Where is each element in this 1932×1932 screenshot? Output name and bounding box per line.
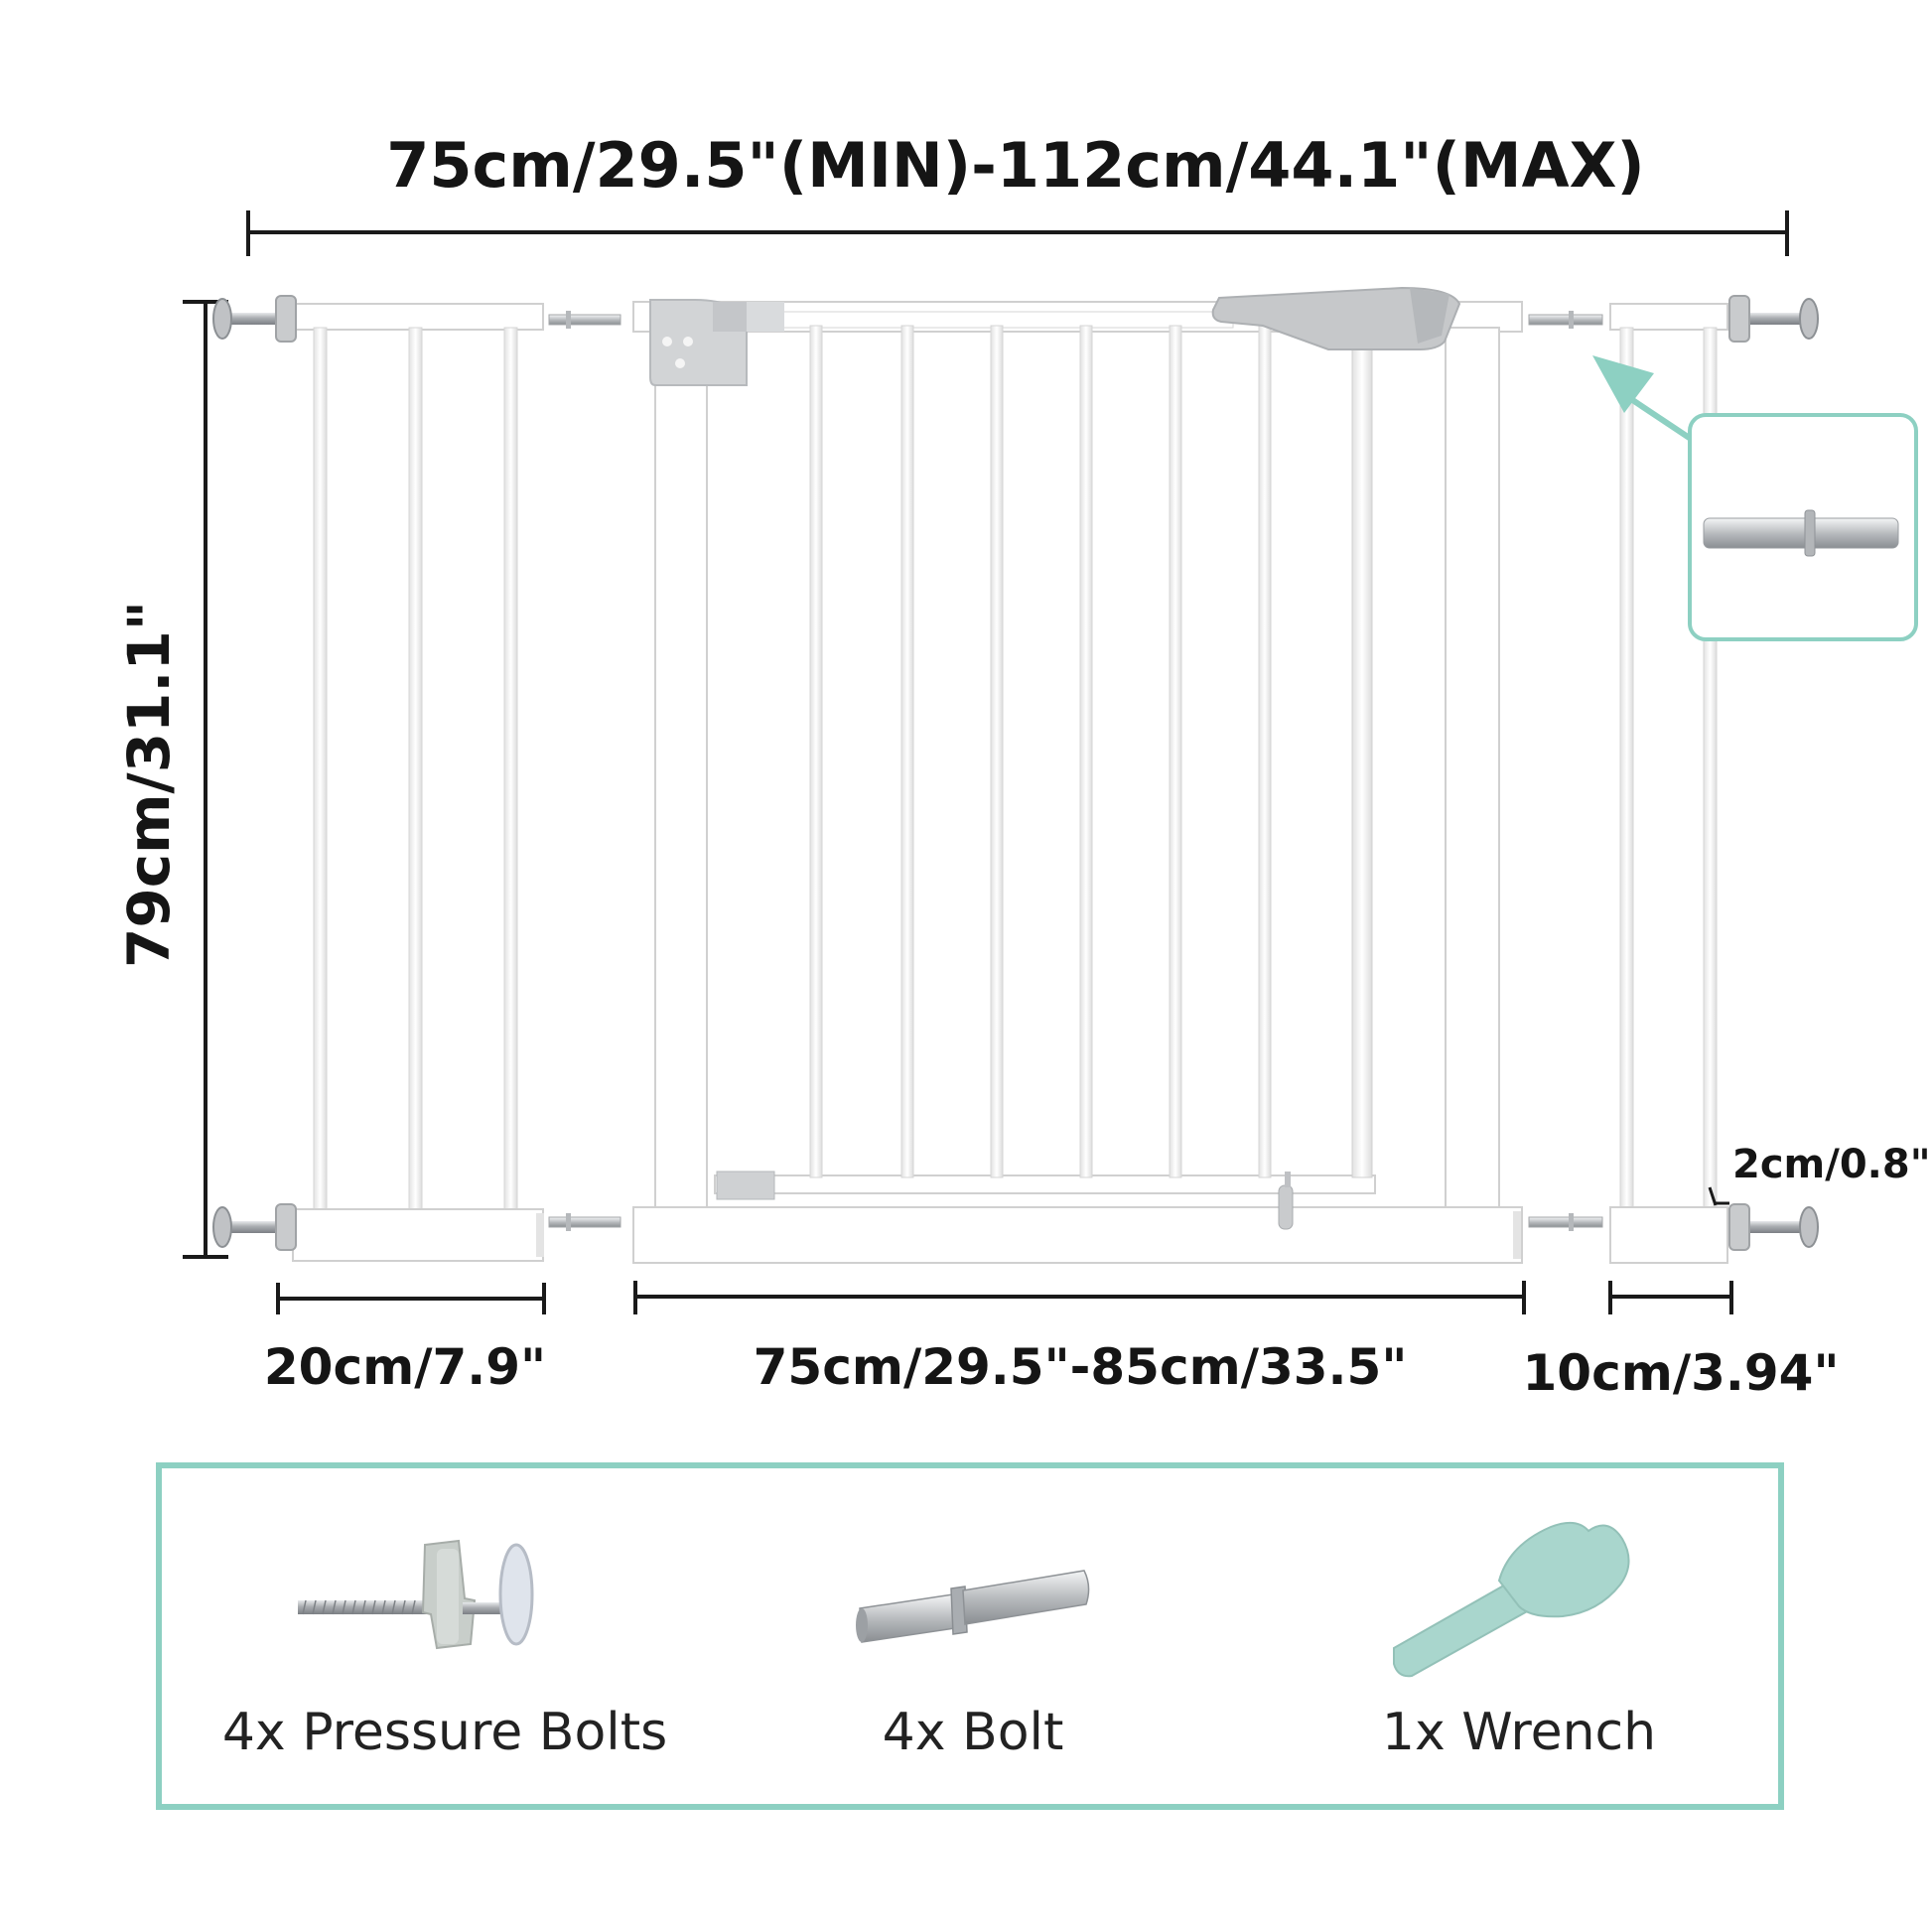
bolt-label: 4x Bolt [883, 1703, 1064, 1762]
pressure-bolt-top-left [212, 295, 297, 343]
gate-illustration [632, 286, 1523, 1264]
total-width-label: 75cm/29.5"(MIN)-112cm/44.1"(MAX) [386, 129, 1644, 202]
hinge-top [649, 299, 784, 386]
main-gate-label: 75cm/29.5"-85cm/33.5" [754, 1338, 1408, 1396]
left-extension-dim-line [276, 1283, 546, 1314]
latch-handle [1211, 286, 1461, 350]
bolt-icon [856, 1570, 1090, 1643]
main-gate-dim-line [633, 1281, 1526, 1314]
height-label: 79cm/31.1" [115, 601, 183, 968]
wrench-label: 1x Wrench [1382, 1703, 1656, 1762]
right-extension-label: 10cm/3.94" [1523, 1344, 1840, 1402]
left-extension-panel [292, 303, 544, 1262]
connector-bolt-right-bottom [1528, 1213, 1603, 1231]
left-extension-label: 20cm/7.9" [264, 1338, 546, 1396]
connector-bolt-left-top [548, 311, 621, 329]
height-line [183, 300, 228, 1259]
right-extension-dim-line [1608, 1281, 1733, 1314]
pressure-bolt-top-right [1728, 295, 1819, 343]
extension-panel [1609, 303, 1728, 1264]
floor-pin [1278, 1172, 1294, 1230]
pressure-bolt-bottom-right [1728, 1203, 1819, 1251]
hinge-bottom [716, 1171, 775, 1200]
parts-box [156, 1462, 1784, 1810]
bolt-gap-label: 2cm/0.8" [1732, 1142, 1931, 1187]
total-width-line [246, 210, 1789, 256]
bolt-detail-callout [1592, 355, 1918, 641]
pressure-bolt-bottom-left [212, 1203, 297, 1251]
pressure-bolts-label: 4x Pressure Bolts [222, 1703, 667, 1762]
connector-bolt-right-top [1528, 311, 1603, 329]
bolt-gap-tick [1708, 1186, 1729, 1206]
wrench-icon [1393, 1521, 1630, 1678]
pressure-bolt-icon [298, 1539, 534, 1650]
connector-bolt-left-bottom [548, 1213, 621, 1231]
